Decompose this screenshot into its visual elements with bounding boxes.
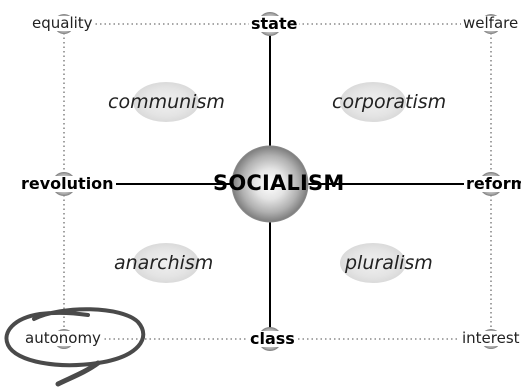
quadrant-label-communism: communism xyxy=(108,91,225,113)
ellipse-communism xyxy=(133,82,199,122)
center-label-socialism: SOCIALISM xyxy=(213,171,345,195)
axis-label-reform: reform xyxy=(464,176,521,192)
corner-label-autonomy: autonomy xyxy=(23,329,103,347)
autonomy-highlight-tail xyxy=(55,360,101,387)
axis-label-class: class xyxy=(248,329,297,348)
axis-label-revolution: revolution xyxy=(19,174,116,193)
ellipse-corporatism xyxy=(340,82,406,122)
center-sphere xyxy=(231,145,309,223)
quadrant-label-pluralism: pluralism xyxy=(345,252,433,274)
quadrant-label-corporatism: corporatism xyxy=(332,91,447,113)
quadrant-label-anarchism: anarchism xyxy=(114,252,214,274)
corner-label-welfare: welfare xyxy=(461,14,521,32)
corner-label-equality: equality xyxy=(30,14,95,32)
autonomy-highlight-scribble xyxy=(4,307,146,368)
ellipse-anarchism xyxy=(133,243,199,283)
axis-label-state: state xyxy=(249,14,300,33)
corner-label-interest: interest xyxy=(460,329,521,347)
ellipse-pluralism xyxy=(340,243,406,283)
